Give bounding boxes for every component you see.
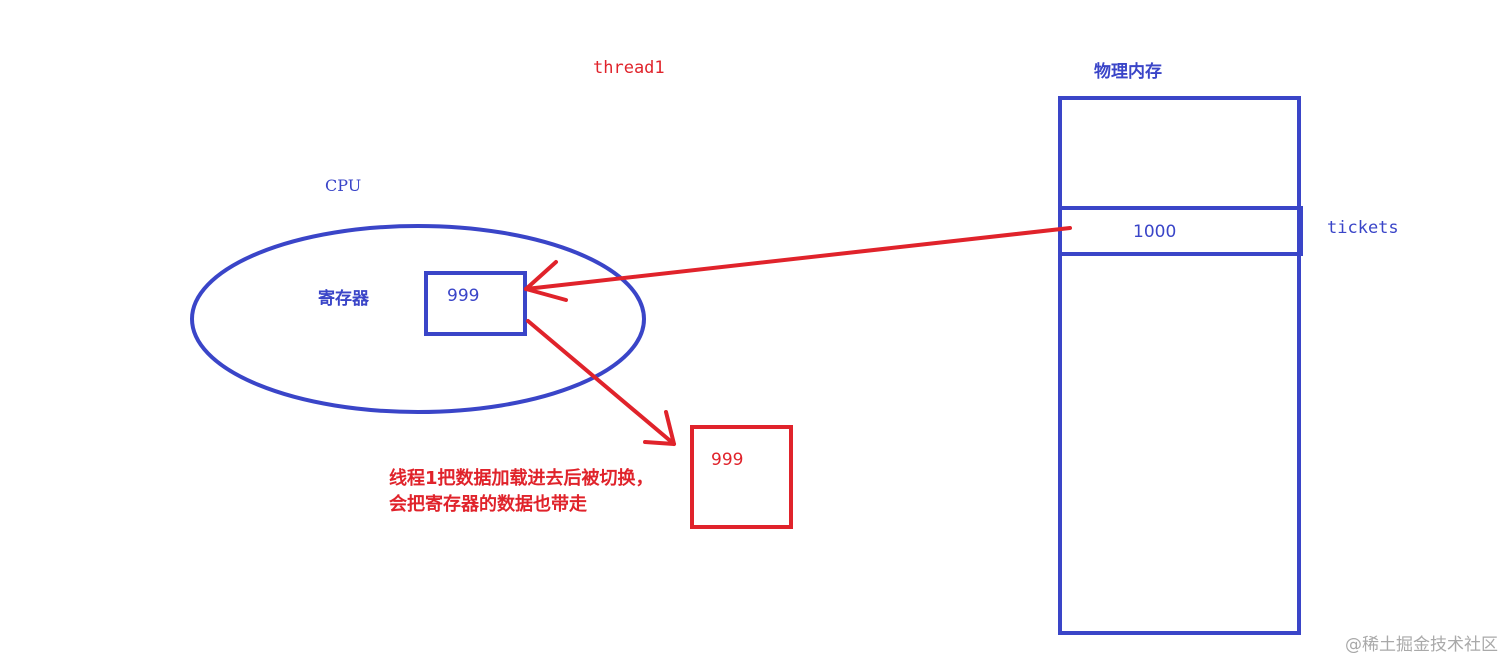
cpu-label: CPU: [325, 176, 362, 195]
saved-register-box: [690, 425, 793, 529]
memory-column: [1058, 96, 1301, 635]
watermark: @稀土掘金技术社区: [1345, 635, 1498, 655]
thread-label: thread1: [593, 58, 665, 78]
memory-cell-name: tickets: [1327, 218, 1399, 238]
register-box: [424, 271, 527, 336]
register-label: 寄存器: [318, 289, 369, 309]
saved-register-value: 999: [711, 450, 744, 470]
switch-note-line-2: 会把寄存器的数据也带走: [389, 494, 587, 515]
memory-cell-tickets: [1058, 206, 1303, 256]
cpu-ellipse: [190, 224, 646, 414]
switch-note: 线程1把数据加载进去后被切换， 会把寄存器的数据也带走: [389, 466, 654, 518]
switch-arrow-head: [643, 410, 676, 446]
memory-label: 物理内存: [1094, 62, 1162, 82]
switch-arrow-line: [526, 319, 676, 446]
register-value: 999: [447, 286, 480, 306]
load-arrow-head: [524, 260, 568, 302]
load-arrow-line: [524, 226, 1072, 291]
switch-note-line-1: 线程1把数据加载进去后被切换，: [389, 468, 654, 489]
memory-cell-value: 1000: [1133, 222, 1177, 242]
